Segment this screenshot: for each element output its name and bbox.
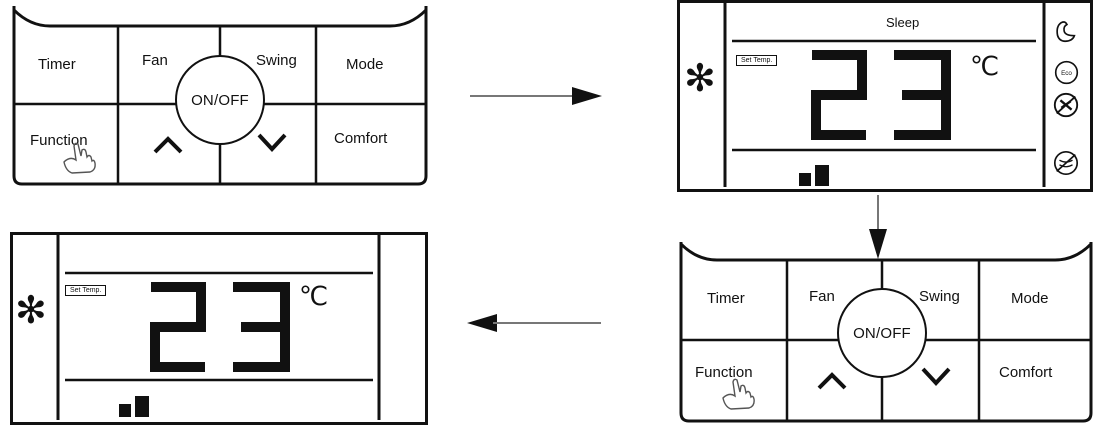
sleep-icon <box>1056 21 1076 43</box>
fan-speed-icon <box>799 165 829 186</box>
remote-keypad-bottom: Timer Fan Swing Mode Function Comfort ON… <box>677 236 1095 425</box>
comfort-button[interactable]: Comfort <box>999 364 1053 381</box>
clean-icon <box>1053 150 1079 176</box>
display-frame-lines <box>723 3 1046 187</box>
snowflake-icon: ✻ <box>15 288 47 332</box>
hand-pointer-icon <box>63 142 96 174</box>
function-button[interactable]: Function <box>695 364 753 381</box>
on-off-button[interactable]: ON/OFF <box>837 288 927 378</box>
arrow-down-icon <box>869 195 887 259</box>
swing-button[interactable]: Swing <box>919 288 960 305</box>
timer-button[interactable]: Timer <box>707 290 745 307</box>
set-temp-label: Set Temp. <box>65 285 107 296</box>
mode-button[interactable]: Mode <box>346 56 384 73</box>
eco-icon: Eco <box>1054 60 1079 85</box>
up-chevron-icon[interactable] <box>153 134 183 154</box>
lcd-display-sleep: ✻ Sleep Set Temp. 23 ℃ Eco <box>677 0 1093 192</box>
up-chevron-icon[interactable] <box>817 370 847 390</box>
celsius-unit: ℃ <box>299 281 329 311</box>
remote-keypad-top: Timer Fan Swing Mode Function Comfort ON… <box>10 0 430 188</box>
swing-button[interactable]: Swing <box>256 52 297 69</box>
fan-speed-icon <box>119 396 149 417</box>
celsius-unit: ℃ <box>970 51 1000 81</box>
snowflake-icon: ✻ <box>684 56 716 100</box>
svg-text:Eco: Eco <box>1061 70 1072 77</box>
display-frame-lines <box>56 235 381 420</box>
temperature-readout <box>811 50 951 140</box>
on-off-button[interactable]: ON/OFF <box>175 55 265 145</box>
set-temp-label: Set Temp. <box>736 55 778 66</box>
timer-button[interactable]: Timer <box>38 56 76 73</box>
fan-button[interactable]: Fan <box>142 52 168 69</box>
down-chevron-icon[interactable] <box>257 132 287 152</box>
down-chevron-icon[interactable] <box>921 366 951 386</box>
fan-button[interactable]: Fan <box>809 288 835 305</box>
comfort-button[interactable]: Comfort <box>334 130 388 147</box>
temperature-readout <box>150 282 290 372</box>
mode-button[interactable]: Mode <box>1011 290 1049 307</box>
sleep-mode-text: Sleep <box>886 15 920 30</box>
hand-pointer-icon <box>722 378 755 410</box>
mosquito-off-icon <box>1053 92 1079 118</box>
function-button[interactable]: Function <box>30 132 88 149</box>
arrow-left-icon <box>467 314 601 332</box>
lcd-display: ✻ Set Temp. 23 ℃ <box>10 232 428 425</box>
arrow-right-icon <box>470 87 602 105</box>
